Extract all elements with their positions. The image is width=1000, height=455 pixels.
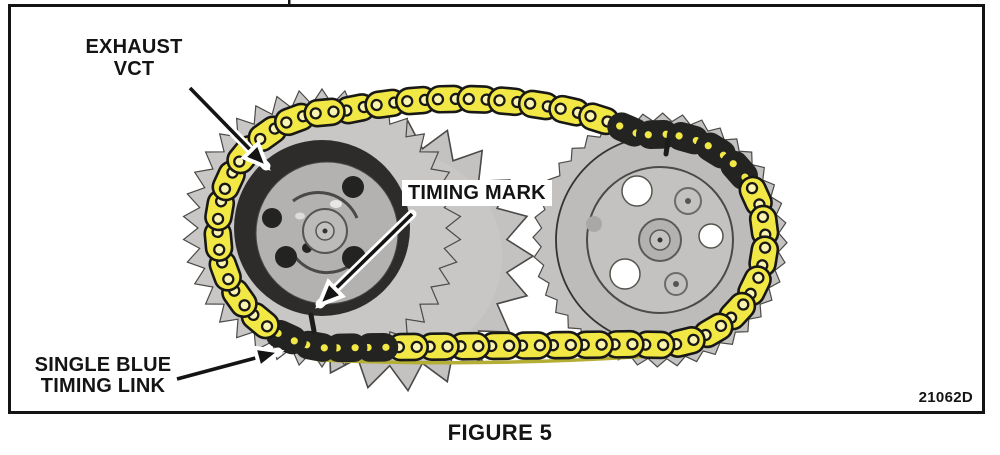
callout-arrows: [172, 83, 417, 384]
figure-caption: FIGURE 5: [447, 420, 553, 445]
label-timing-mark: TIMING MARK: [402, 180, 552, 206]
label-exhaust-vct-line2: VCT: [113, 58, 155, 80]
label-exhaust-vct: EXHAUST VCT: [59, 36, 209, 80]
label-single-blue-line1: SINGLE BLUE: [34, 354, 172, 376]
label-single-blue-timing-link: SINGLE BLUE TIMING LINK: [16, 355, 190, 397]
label-exhaust-vct-line1: EXHAUST: [85, 36, 183, 58]
figure-code: 21062D: [918, 389, 973, 406]
timing-mark-dashes: [308, 137, 671, 334]
label-single-blue-line2: TIMING LINK: [40, 375, 166, 397]
figure-border: [8, 0, 985, 414]
right-sprocket: [532, 112, 788, 368]
timing-chain: [203, 84, 780, 363]
chain-shadow: [317, 354, 651, 365]
